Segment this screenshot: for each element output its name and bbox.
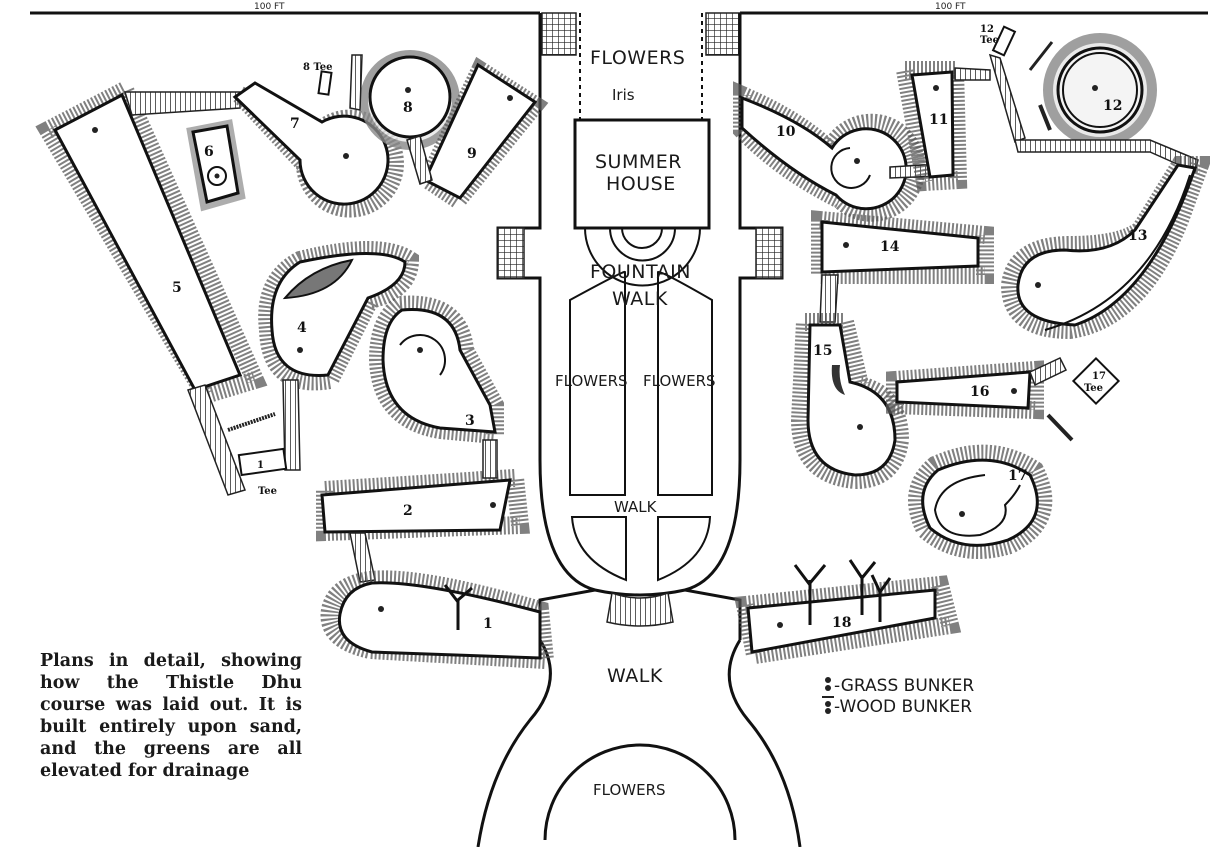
tee-12-label: Tee — [980, 35, 999, 46]
tee-12-area: 12 Tee — [954, 24, 1054, 144]
label-fountain: FOUNTAIN — [590, 261, 691, 283]
hole-number-13: 13 — [1128, 228, 1147, 244]
steps-7-8 — [349, 54, 363, 111]
hole-16: 16 — [886, 360, 1044, 420]
steps-16-13 — [1029, 357, 1068, 387]
hole-2: 2 — [316, 468, 530, 542]
steps-3-2 — [482, 439, 498, 479]
label-iris: Iris — [612, 86, 635, 104]
wood-bunker-icon — [822, 696, 834, 714]
scale-label-left: 100 FT — [254, 2, 285, 12]
hole-number-14: 14 — [880, 239, 900, 255]
hole-number-11: 11 — [929, 112, 948, 128]
label-flowers-bottom: FLOWERS — [593, 781, 666, 799]
scale-bar: 100 FT 100 FT — [30, 2, 1208, 15]
hole-12: 12 — [1043, 33, 1157, 147]
legend: -GRASS BUNKER -WOOD BUNKER — [822, 676, 974, 717]
hole-1: 1 — [320, 570, 556, 670]
hole-7: 7 — [232, 81, 404, 218]
legend-wood-bunker: -WOOD BUNKER — [834, 697, 972, 717]
hole-number-2: 2 — [403, 503, 413, 519]
hole-17: 17 — [908, 444, 1053, 559]
label-flowers-left: FLOWERS — [555, 372, 628, 390]
hole-number-10: 10 — [776, 124, 796, 140]
tee-17-label: Tee — [1084, 383, 1103, 394]
hole-8: 8 8 Tee — [303, 50, 460, 150]
hole-number-4: 4 — [297, 320, 307, 336]
central-garden: FLOWERS Iris SUMMER HOUSE FOUNTAIN WALK … — [476, 12, 802, 847]
hole-number-15: 15 — [813, 343, 832, 359]
hole-10: 10 — [733, 81, 926, 222]
hole-15: 15 — [790, 313, 910, 490]
label-flowers-top: FLOWERS — [590, 47, 685, 69]
hole-number-5: 5 — [172, 280, 182, 296]
tee-1-label: Tee — [258, 486, 277, 497]
hole-3: 3 — [368, 295, 504, 445]
label-walk-upper: WALK — [612, 288, 668, 310]
scale-label-right: 100 FT — [935, 2, 966, 12]
hole-number-18: 18 — [832, 615, 851, 631]
steps-5-7 — [123, 91, 241, 116]
grass-bunker-icon — [825, 677, 831, 691]
hole-number-7: 7 — [290, 116, 300, 132]
tee-8-label: 8 Tee — [303, 62, 332, 73]
label-summer-house-2: HOUSE — [606, 173, 676, 195]
tee-12-number: 12 — [980, 24, 994, 35]
hole-13: 13 — [1000, 156, 1210, 340]
hole-18: 18 — [734, 559, 962, 666]
hole-6: 6 — [186, 119, 246, 212]
hole-5: 5 — [35, 77, 268, 406]
label-walk-middle: WALK — [614, 498, 658, 516]
tee-17: 17 Tee — [1071, 356, 1121, 406]
tee-1-area: 1 Tee — [187, 379, 301, 497]
hole-11: 11 — [894, 61, 968, 192]
label-summer-house-1: SUMMER — [595, 151, 682, 173]
caption: Plans in detail, showing how the Thistle… — [40, 651, 302, 781]
hole-number-1: 1 — [483, 616, 493, 632]
hole-4: 4 — [258, 241, 420, 391]
hole-number-1-tee: 1 — [257, 460, 264, 471]
hole-number-9: 9 — [467, 146, 477, 162]
hole-9: 9 — [416, 56, 549, 213]
steps-8-9 — [406, 135, 433, 185]
label-flowers-right: FLOWERS — [643, 372, 716, 390]
hole-number-17: 17 — [1008, 468, 1027, 484]
hole-14: 14 — [811, 210, 994, 284]
hole-number-12: 12 — [1103, 98, 1122, 114]
tee-17-number: 17 — [1092, 371, 1106, 382]
label-walk-lower: WALK — [607, 665, 663, 687]
hole-number-16: 16 — [970, 384, 989, 400]
hole-number-8: 8 — [403, 100, 413, 116]
legend-grass-bunker: -GRASS BUNKER — [834, 676, 974, 696]
hole-number-6: 6 — [204, 144, 214, 160]
hole-number-3: 3 — [465, 413, 475, 429]
